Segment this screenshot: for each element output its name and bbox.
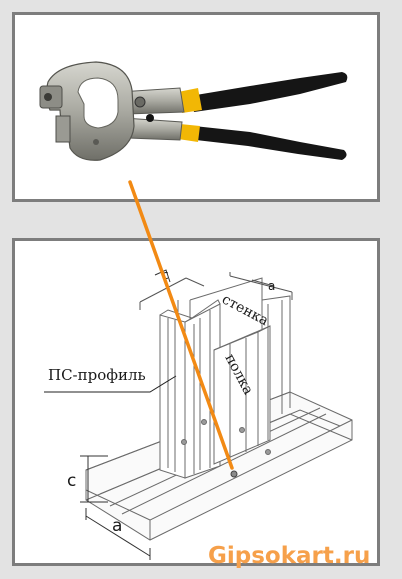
- head-slot: [77, 77, 119, 129]
- upper-handle-collar: [178, 88, 202, 113]
- dim-line-top-c: [139, 277, 187, 303]
- dim-line-a: [85, 508, 151, 560]
- profile-drawing: [44, 269, 353, 560]
- dim-c-top-label: c: [162, 268, 169, 282]
- profile-left-face: [159, 314, 186, 479]
- wall-label: стенка: [219, 291, 271, 329]
- lower-handle: [194, 126, 347, 160]
- crimp-point: [230, 470, 238, 478]
- watermark-text: Gipsokart.ru: [208, 543, 370, 569]
- profile-wall: [189, 277, 263, 320]
- upper-handle: [190, 72, 348, 112]
- stapler-crimper-tool-icon: [39, 61, 348, 161]
- dim-line-c: [80, 455, 108, 503]
- dim-a-top-label: a: [268, 279, 275, 293]
- dim-line-top-a: [229, 275, 293, 293]
- dim-a-label: a: [112, 516, 122, 536]
- lower-handle-collar: [178, 124, 200, 142]
- profile-label: ПС-профиль: [48, 366, 146, 384]
- spring-bolt: [146, 114, 154, 122]
- profile-right-face: [213, 325, 271, 465]
- pointer-arrow: [128, 180, 234, 470]
- dim-c-label: c: [67, 471, 76, 491]
- pivot-bolt: [134, 96, 146, 108]
- profile-leader-line: [44, 375, 177, 393]
